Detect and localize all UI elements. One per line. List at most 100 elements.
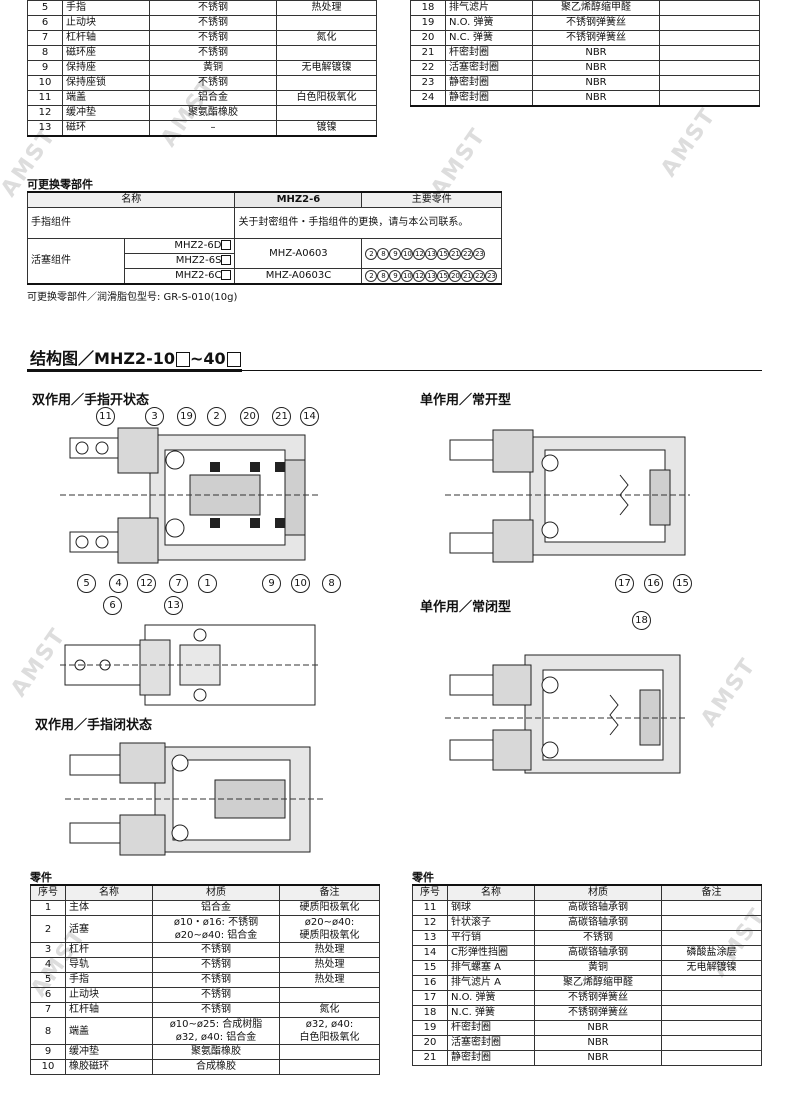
callout-21: 21	[272, 407, 291, 426]
part-number-circle: 10	[401, 247, 414, 260]
cell-name: 杆密封圈	[447, 1020, 535, 1036]
part-number-circle: 21	[461, 270, 474, 282]
callout-14: 14	[300, 407, 319, 426]
watermark: AMST	[656, 103, 722, 182]
col-no: 序号	[30, 884, 66, 901]
cell-note: 热处理	[279, 972, 380, 988]
cell-note	[659, 15, 760, 31]
cell-name: 止动块	[65, 987, 153, 1003]
cell-note: 白色阳极氧化	[276, 90, 377, 106]
cell-name: 保持座	[62, 60, 150, 76]
cell-material: –	[149, 120, 277, 137]
callout-5: 5	[77, 574, 96, 593]
drawing-double-open	[60, 427, 320, 564]
part-number-circle: 13	[425, 247, 438, 260]
part-number-circle: 9	[389, 247, 402, 260]
cell-name: 活塞密封圈	[447, 1035, 535, 1051]
cell-no: 11	[27, 90, 63, 106]
col-name: 名称	[65, 884, 153, 901]
title-model: MHZ2-10	[94, 349, 175, 368]
placeholder-box	[175, 352, 190, 367]
cell-material: 不锈钢	[149, 15, 277, 31]
subtitle-double-closed: 双作用／手指闭状态	[35, 718, 153, 733]
cell-material: 黄铜	[534, 960, 662, 976]
col-name: 名称	[447, 884, 535, 901]
cell-name: 磁环	[62, 120, 150, 137]
cell-material: NBR	[532, 45, 660, 61]
callout-3: 3	[145, 407, 164, 426]
cell-name: 缓冲垫	[62, 105, 150, 121]
cell-no: 14	[412, 945, 448, 961]
subtitle-single-nc: 单作用／常闭型	[420, 600, 512, 615]
drawing-single-no	[445, 429, 690, 563]
cell-note: ø20~ø40: 硬质阳极氧化	[279, 915, 380, 943]
cell-no: 6	[27, 15, 63, 31]
cell-note	[279, 1059, 380, 1075]
part-number-circle: 21	[449, 247, 462, 260]
placeholder-box	[221, 240, 232, 250]
cell-no: 19	[412, 1020, 448, 1036]
cell-name: 活塞密封圈	[445, 60, 533, 76]
callout-15: 15	[673, 574, 692, 593]
cell-material: 不锈钢	[534, 930, 662, 946]
col-no: 序号	[412, 884, 448, 901]
part-number-circle: 12	[413, 270, 426, 282]
col-material: 材质	[534, 884, 662, 901]
part-number-circle: 22	[473, 270, 486, 282]
part-number-circle: 8	[377, 247, 390, 260]
cell-note: 无电解镀镍	[661, 960, 762, 976]
cell-no: 16	[412, 975, 448, 991]
cell-material: 聚氨酯橡胶	[152, 1044, 280, 1060]
title-rule	[242, 370, 762, 371]
cell-note	[659, 90, 760, 107]
cell-material: 聚乙烯醇缩甲醛	[532, 0, 660, 16]
model-6d: MHZ2-6D	[174, 240, 222, 251]
header-name: 名称	[26, 191, 236, 208]
cell-no: 20	[410, 30, 446, 46]
cell-note	[276, 15, 377, 31]
col-note: 备注	[661, 884, 762, 901]
placeholder-box	[221, 255, 232, 265]
cell-name: 缓冲垫	[65, 1044, 153, 1060]
callout-12: 12	[137, 574, 156, 593]
part-number-circle: 8	[377, 270, 390, 282]
cell-no: 22	[410, 60, 446, 76]
cell-note	[659, 30, 760, 46]
cell-name: 杠杆轴	[65, 1002, 153, 1018]
callout-18: 18	[632, 611, 651, 630]
replaceable-footnote: 可更换零部件／润滑脂包型号: GR-S-010(10g)	[27, 292, 238, 303]
cell-material: NBR	[534, 1020, 662, 1036]
part-number-circle: 15	[437, 270, 450, 282]
title-prefix: 结构图／	[30, 349, 95, 368]
cell-no: 7	[30, 1002, 66, 1018]
replaceable-title: 可更换零部件	[27, 178, 93, 191]
cell-no: 9	[27, 60, 63, 76]
cell-name: 静密封圈	[447, 1050, 535, 1066]
cell-note: 硬质阳极氧化	[279, 900, 380, 916]
callout-17: 17	[615, 574, 634, 593]
cell-no: 1	[30, 900, 66, 916]
callout-8: 8	[322, 574, 341, 593]
model-6c: MHZ2-6C	[175, 270, 222, 281]
cell-material: 铝合金	[152, 900, 280, 916]
cell-name: 针状滚子	[447, 915, 535, 931]
